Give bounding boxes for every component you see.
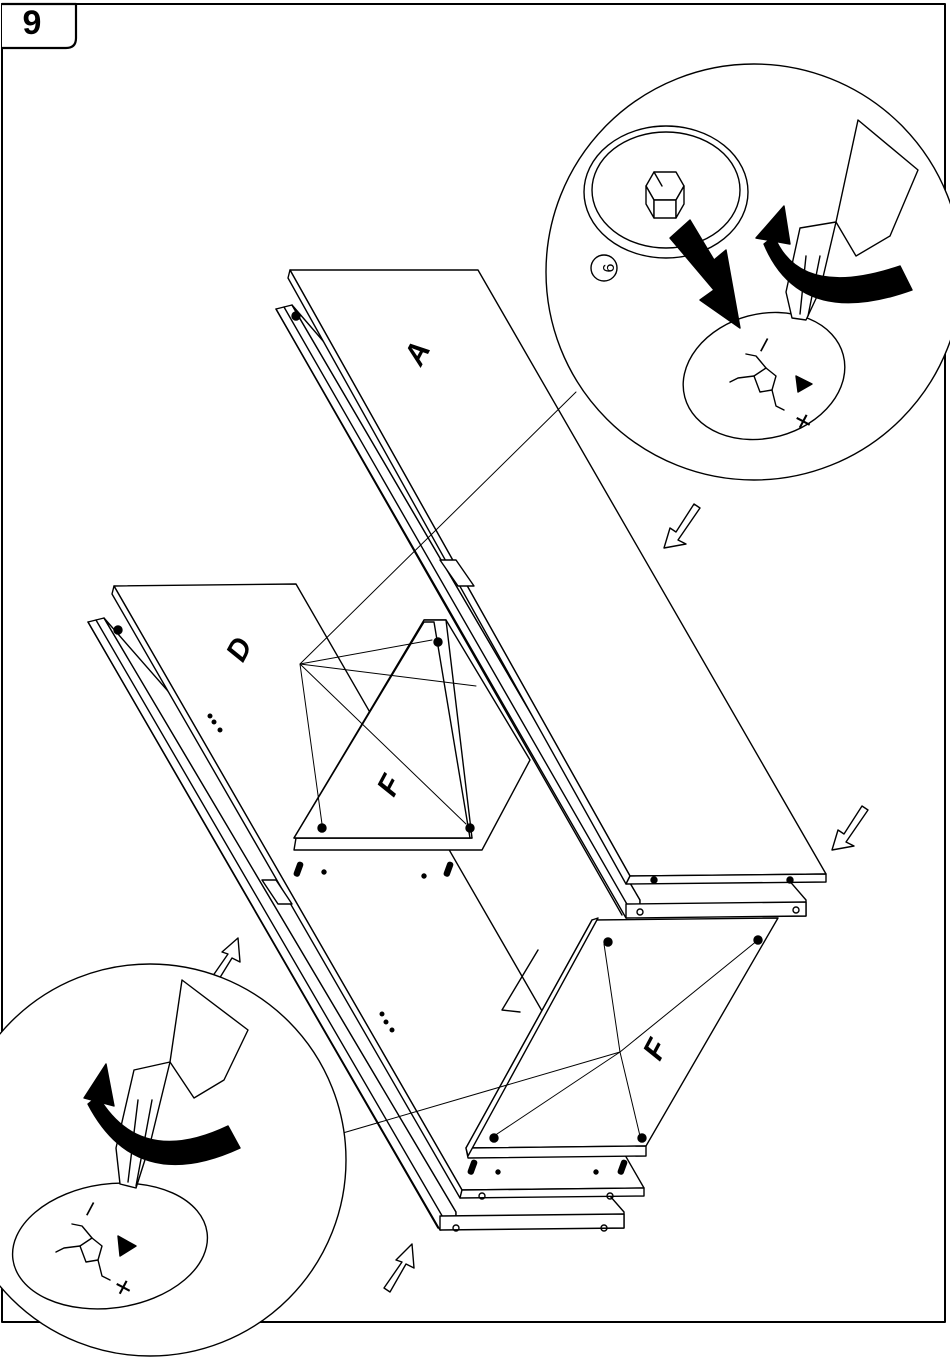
step-number: 9 [10, 2, 54, 44]
detail-circle-bottom [0, 964, 346, 1356]
part-number: 6 [601, 263, 618, 272]
cam-lock-icon [646, 172, 684, 218]
